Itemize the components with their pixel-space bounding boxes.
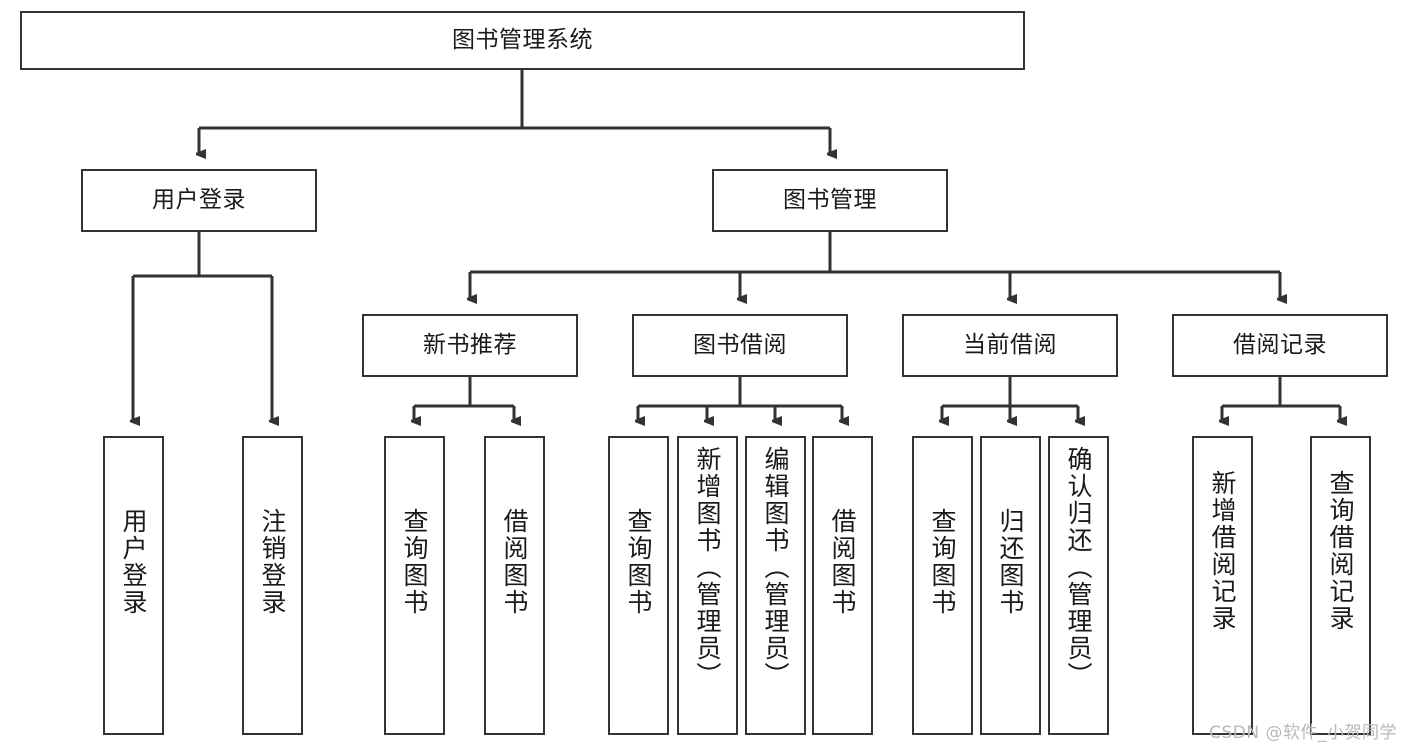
leaf-search-book-current[interactable]: 查询图书 <box>912 436 973 735</box>
leaf-borrow-book-newbook[interactable]: 借阅图书 <box>484 436 545 735</box>
node-book-borrow-label: 图书借阅 <box>693 331 787 358</box>
node-root[interactable]: 图书管理系统 <box>20 11 1025 70</box>
leaf-add-borrow-record-label: 新增借阅记录 <box>1208 470 1237 632</box>
leaf-add-book-admin[interactable]: 新增图书（管理员） <box>677 436 738 735</box>
leaf-borrow-book-borrow-label: 借阅图书 <box>828 508 857 616</box>
leaf-return-book[interactable]: 归还图书 <box>980 436 1041 735</box>
node-user-login-label: 用户登录 <box>152 186 246 213</box>
leaf-confirm-return-admin[interactable]: 确认归还（管理员） <box>1048 436 1109 735</box>
leaf-confirm-return-admin-label: 确认归还（管理员） <box>1064 446 1093 689</box>
leaf-add-book-admin-label: 新增图书（管理员） <box>693 446 722 689</box>
node-borrow-records-label: 借阅记录 <box>1233 331 1327 358</box>
node-new-book-recommend[interactable]: 新书推荐 <box>362 314 578 377</box>
leaf-edit-book-admin-label: 编辑图书（管理员） <box>761 446 790 689</box>
leaf-user-login[interactable]: 用户登录 <box>103 436 164 735</box>
leaf-borrow-book-newbook-label: 借阅图书 <box>500 508 529 616</box>
node-book-management-label: 图书管理 <box>783 186 877 213</box>
leaf-logout-label: 注销登录 <box>258 508 287 616</box>
node-root-label: 图书管理系统 <box>452 26 593 53</box>
node-borrow-records[interactable]: 借阅记录 <box>1172 314 1388 377</box>
leaf-search-borrow-record[interactable]: 查询借阅记录 <box>1310 436 1371 735</box>
leaf-search-borrow-record-label: 查询借阅记录 <box>1326 470 1355 632</box>
leaf-return-book-label: 归还图书 <box>996 508 1025 616</box>
leaf-search-book-current-label: 查询图书 <box>928 508 957 616</box>
leaf-search-book-newbook-label: 查询图书 <box>400 508 429 616</box>
node-book-borrow[interactable]: 图书借阅 <box>632 314 848 377</box>
node-current-borrow[interactable]: 当前借阅 <box>902 314 1118 377</box>
leaf-borrow-book-borrow[interactable]: 借阅图书 <box>812 436 873 735</box>
node-current-borrow-label: 当前借阅 <box>963 331 1057 358</box>
leaf-add-borrow-record[interactable]: 新增借阅记录 <box>1192 436 1253 735</box>
leaf-edit-book-admin[interactable]: 编辑图书（管理员） <box>745 436 806 735</box>
node-book-management[interactable]: 图书管理 <box>712 169 948 232</box>
node-user-login[interactable]: 用户登录 <box>81 169 317 232</box>
leaf-search-book-borrow-label: 查询图书 <box>624 508 653 616</box>
csdn-watermark: CSDN @软件_小贺同学 <box>1209 723 1397 743</box>
node-new-book-recommend-label: 新书推荐 <box>423 331 517 358</box>
leaf-user-login-label: 用户登录 <box>119 508 148 616</box>
leaf-search-book-newbook[interactable]: 查询图书 <box>384 436 445 735</box>
leaf-search-book-borrow[interactable]: 查询图书 <box>608 436 669 735</box>
leaf-logout[interactable]: 注销登录 <box>242 436 303 735</box>
